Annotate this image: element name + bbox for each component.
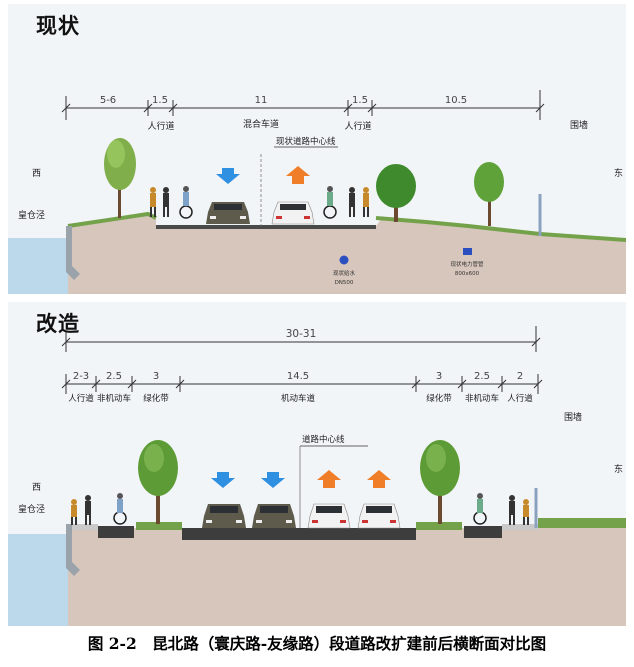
zone-label: 机动车道	[281, 393, 316, 404]
figure-caption: 图 2-2 昆北路（寰庆路-友缘路）段道路改扩建前后横断面对比图	[87, 634, 547, 653]
car-icon	[271, 201, 315, 225]
tree-icon	[138, 440, 178, 524]
dim-label: 2.5	[106, 371, 122, 382]
water-body	[8, 238, 68, 294]
dim-label: 2.5	[474, 371, 490, 382]
grass-strip	[67, 211, 626, 242]
dim-label: 14.5	[287, 371, 309, 382]
label-centerline: 现状道路中心线	[276, 136, 336, 147]
arrow-up-icon	[367, 470, 391, 488]
arrow-up-icon	[317, 470, 341, 488]
label-sidewalk-left: 人行道	[147, 120, 174, 132]
dim-label: 3	[153, 371, 159, 382]
grass-east	[538, 518, 626, 528]
label-wall: 围墙	[570, 119, 588, 131]
car-icon	[202, 504, 246, 528]
label-canal: 皇仓泾	[18, 503, 45, 515]
arrow-down-icon	[211, 472, 235, 488]
cyclist-icon	[179, 186, 193, 219]
label-water-main: 现状给水	[333, 269, 356, 277]
dim-label: 2-3	[73, 371, 89, 382]
sidewalk-left	[68, 524, 98, 530]
pedestrian-icon	[150, 187, 156, 217]
bike-lane-left	[98, 526, 134, 538]
cyclist-icon	[473, 493, 487, 525]
pedestrian-icon	[71, 499, 77, 525]
dimension-line-after	[61, 374, 543, 394]
panel-title-after: 改造	[36, 312, 80, 336]
motor-lanes	[182, 528, 416, 540]
cyclist-icon	[113, 493, 127, 525]
car-icon	[307, 503, 351, 529]
label-canal: 皇仓泾	[18, 209, 45, 221]
pedestrian-icon	[163, 187, 169, 217]
dim-label: 10.5	[445, 95, 467, 106]
car-icon	[252, 504, 296, 528]
label-centerline: 道路中心线	[302, 434, 345, 445]
tree-icon	[376, 164, 416, 222]
zone-label: 人行道	[68, 393, 94, 404]
tree-icon	[104, 138, 136, 218]
dim-label: 11	[255, 95, 268, 106]
label-east: 东	[614, 463, 623, 475]
zone-label: 绿化带	[143, 393, 169, 404]
pedestrian-icon	[85, 495, 91, 525]
label-power-duct: 现状电力管管	[450, 260, 484, 268]
zone-label: 人行道	[507, 393, 533, 404]
arrow-up-icon	[286, 166, 310, 184]
dim-label: 1.5	[152, 95, 168, 106]
cyclist-icon	[323, 186, 337, 219]
car-icon	[206, 202, 250, 224]
green-belt-right	[416, 522, 462, 530]
label-east: 东	[614, 167, 623, 179]
label-wall: 围墙	[564, 411, 582, 423]
dim-label-total: 30-31	[286, 328, 317, 340]
pedestrian-icon	[363, 187, 369, 217]
zone-label: 非机动车	[97, 393, 131, 404]
sidewalk-right	[502, 524, 538, 530]
power-duct-icon	[463, 248, 472, 255]
dim-label: 5-6	[100, 95, 116, 106]
arrow-down-icon	[261, 472, 285, 488]
cross-section-before: 现状 5-6 1.5 11 1.5 10.5 人行道 混合车道 人行道 现状道路…	[8, 4, 626, 294]
zone-label: 绿化带	[426, 393, 452, 404]
dimension-line-before	[61, 90, 545, 120]
cross-section-after: 改造 30-31	[8, 302, 626, 626]
tree-icon	[474, 162, 504, 226]
label-mixed-lane: 混合车道	[243, 118, 279, 130]
arrow-down-icon	[216, 168, 240, 184]
water-main-icon	[339, 255, 349, 265]
label-power-size: 800x600	[455, 271, 480, 277]
pedestrian-icon	[349, 187, 355, 217]
car-icon	[357, 503, 401, 529]
road-surface	[156, 225, 376, 229]
zone-label: 非机动车	[465, 393, 499, 404]
pedestrian-icon	[523, 499, 529, 525]
panel-title-before: 现状	[36, 14, 80, 38]
green-belt-left	[136, 522, 182, 530]
embankment-wall	[66, 524, 80, 576]
dim-label: 3	[436, 371, 442, 382]
water-body	[8, 534, 68, 626]
before-diagram: 5-6 1.5 11 1.5 10.5 人行道 混合车道 人行道 现状道路中心线…	[8, 90, 626, 294]
tree-icon	[420, 440, 460, 524]
dimension-line-total	[61, 326, 541, 352]
embankment-wall	[66, 226, 80, 280]
dim-label: 1.5	[352, 95, 368, 106]
dim-label: 2	[517, 371, 523, 382]
ground	[68, 214, 626, 294]
pedestrian-icon	[509, 495, 515, 525]
after-diagram: 30-31 2-3 2.5 3 14.5 3 2.5 2 人行道	[8, 326, 626, 626]
label-west: 西	[32, 168, 41, 179]
label-west: 西	[32, 482, 41, 493]
bike-lane-right	[464, 526, 502, 538]
ground	[68, 528, 626, 626]
label-sidewalk-right: 人行道	[344, 120, 371, 132]
label-water-size: DN500	[335, 280, 354, 286]
